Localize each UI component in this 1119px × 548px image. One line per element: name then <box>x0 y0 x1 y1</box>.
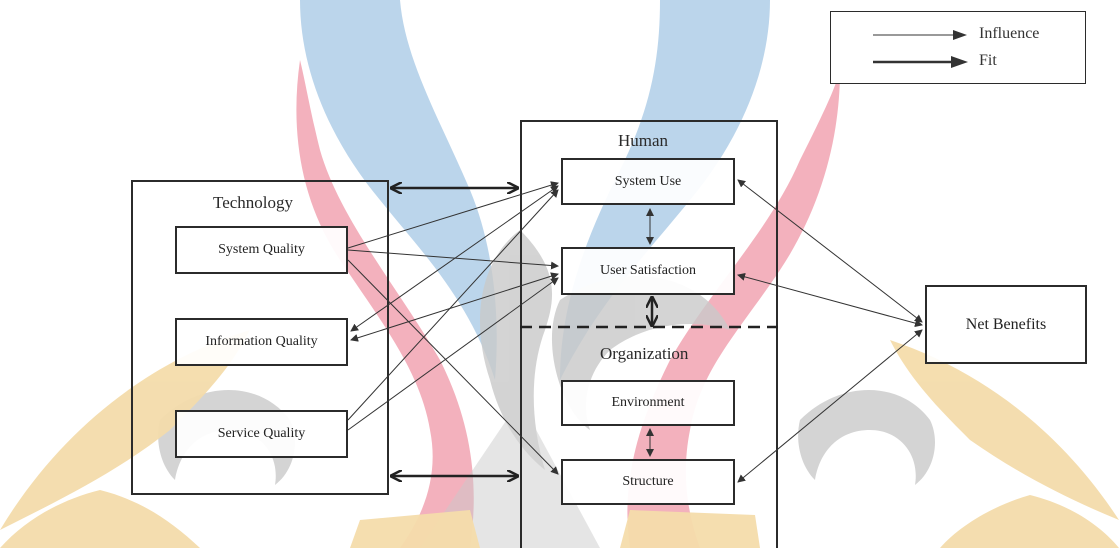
arrow-structure-net-benefits <box>738 330 922 482</box>
arrow-system-quality-structure <box>348 260 558 474</box>
arrow-user-satisfaction-net-benefits <box>738 275 922 325</box>
arrow-information-quality-system-use <box>351 186 558 331</box>
arrow-system-quality-system-use <box>348 183 558 248</box>
arrow-information-quality-user-satisfaction <box>351 274 558 340</box>
arrow-service-quality-system-use <box>348 190 558 420</box>
arrow-system-quality-user-satisfaction <box>348 250 558 266</box>
arrow-system-use-net-benefits <box>738 180 922 322</box>
arrow-service-quality-user-satisfaction <box>348 278 558 430</box>
